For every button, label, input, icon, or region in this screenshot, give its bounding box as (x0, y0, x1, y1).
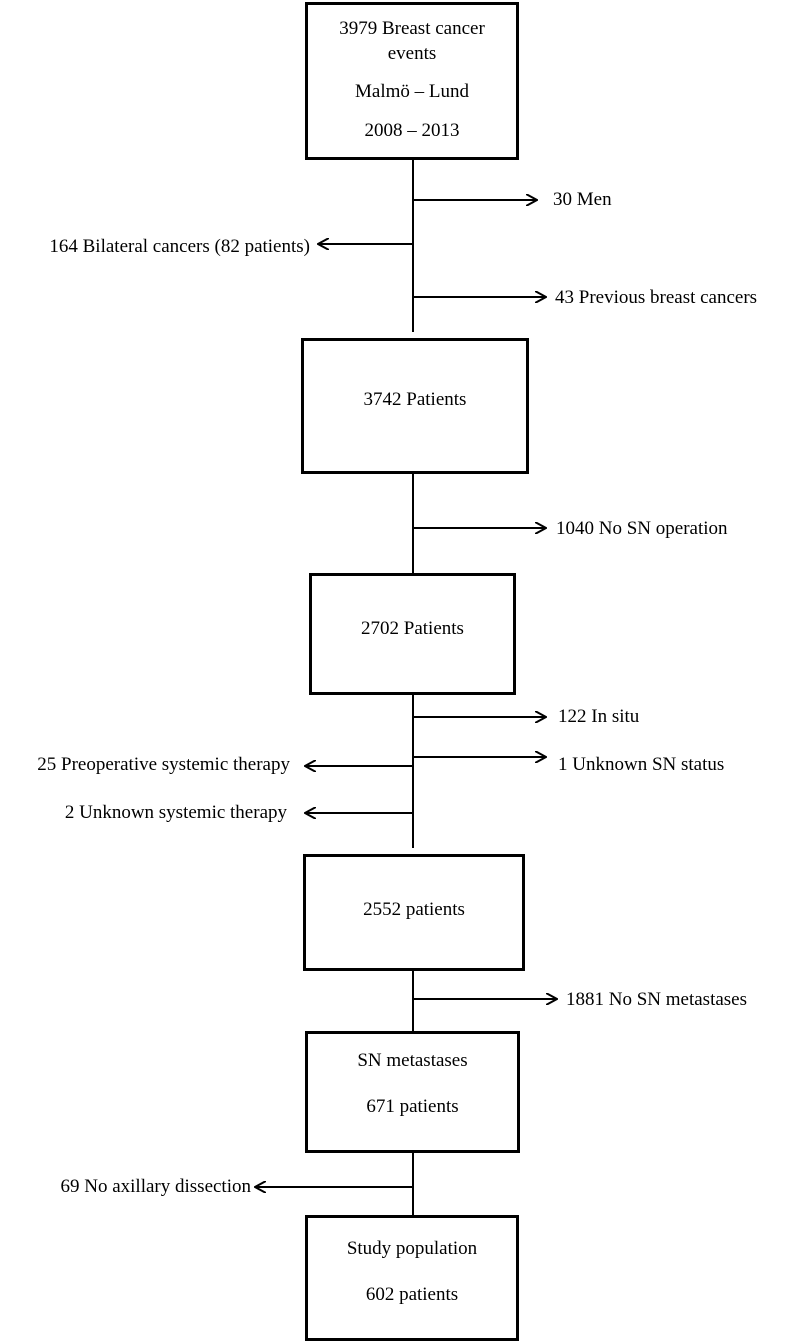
box-3742-label: 3742 Patients (363, 389, 467, 410)
box-start-line1: 3979 Breast cancer (339, 18, 485, 39)
label-in-situ: 122 In situ (558, 706, 640, 727)
label-unknown-systemic-therapy: 2 Unknown systemic therapy (64, 802, 287, 823)
box-start: 3979 Breast cancer events Malmö – Lund 2… (305, 2, 519, 160)
box-sn-metastases-line1: SN metastases (357, 1050, 468, 1071)
label-no-sn-operation: 1040 No SN operation (556, 518, 728, 539)
box-3742-patients: 3742 Patients (301, 338, 529, 474)
box-start-line2: events (387, 42, 437, 64)
label-no-axillary-dissection: 69 No axillary dissection (60, 1176, 252, 1197)
box-sn-metastases: SN metastases 671 patients (305, 1031, 520, 1153)
label-previous-breast-cancers: 43 Previous breast cancers (555, 287, 758, 308)
box-study-population: Study population 602 patients (305, 1215, 519, 1341)
label-preoperative-systemic-therapy: 25 Preoperative systemic therapy (37, 754, 290, 775)
box-study-population-line1: Study population (346, 1238, 478, 1259)
label-bilateral-cancers: 164 Bilateral cancers (82 patients) (49, 236, 310, 257)
box-sn-metastases-line2: 671 patients (366, 1095, 459, 1117)
box-2702-patients: 2702 Patients (309, 573, 516, 695)
box-start-line4: 2008 – 2013 (364, 120, 460, 142)
box-start-line3: Malmö – Lund (355, 81, 469, 103)
box-study-population-line2: 602 patients (365, 1283, 459, 1305)
box-2702-label: 2702 Patients (361, 618, 464, 639)
label-unknown-sn-status: 1 Unknown SN status (558, 754, 725, 775)
box-2552-patients: 2552 patients (303, 854, 525, 971)
label-no-sn-metastases: 1881 No SN metastases (566, 989, 748, 1010)
label-men: 30 Men (553, 189, 612, 210)
box-2552-label: 2552 patients (363, 899, 465, 920)
